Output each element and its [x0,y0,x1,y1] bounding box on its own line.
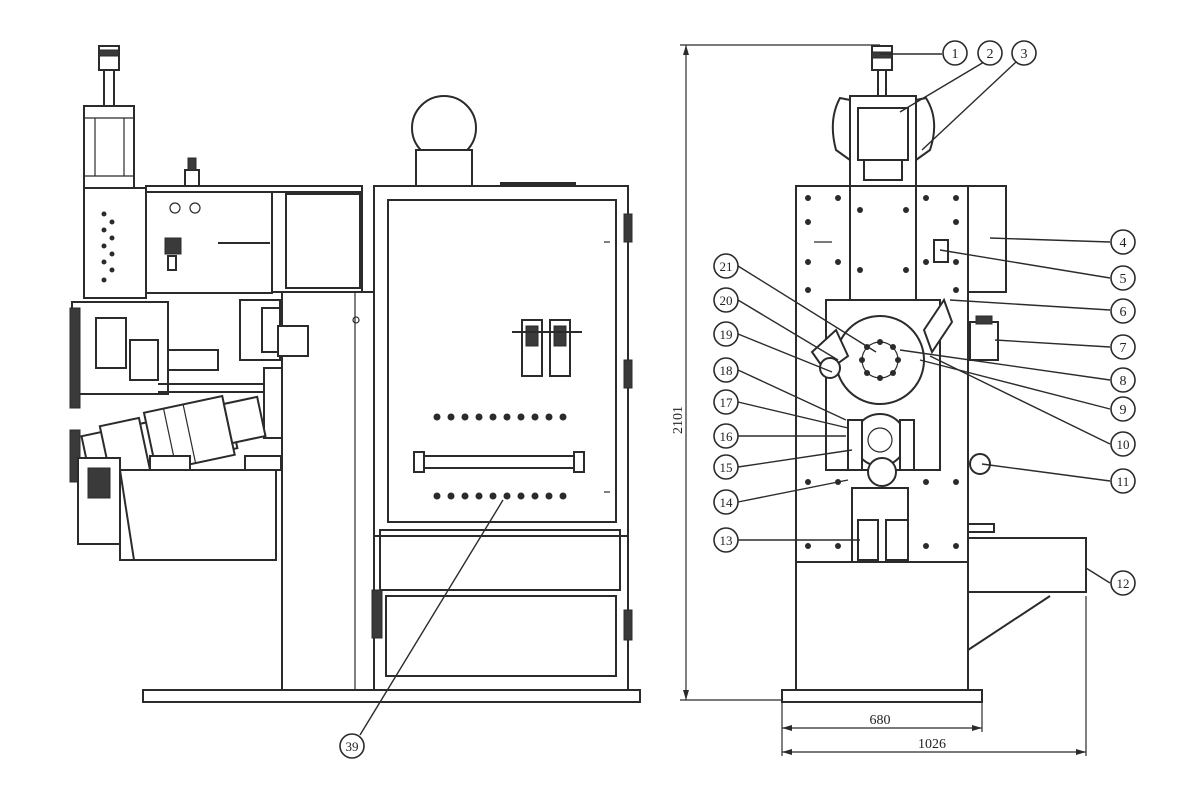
callout-12: 12 [1110,570,1136,596]
callout-16: 16 [713,423,739,449]
svg-text:6: 6 [1120,305,1127,320]
callout-21: 21 [713,253,739,279]
svg-text:20: 20 [720,293,733,308]
callout-2: 2 [977,40,1003,66]
svg-text:9: 9 [1120,403,1127,418]
callout-39: 39 [339,733,365,759]
callout-4: 4 [1110,229,1136,255]
front-view [680,44,1087,756]
svg-text:2: 2 [987,47,994,62]
callout-13: 13 [713,527,739,553]
callout-19: 19 [713,321,739,347]
dim-total-width: 1026 [918,737,946,752]
svg-text:39: 39 [346,739,359,754]
leader-lines [359,53,1111,736]
svg-text:4: 4 [1120,236,1127,251]
callout-20: 20 [713,287,739,313]
callout-10: 10 [1110,431,1136,457]
svg-text:10: 10 [1117,437,1130,452]
svg-text:11: 11 [1117,474,1130,489]
callout-18: 18 [713,357,739,383]
svg-text:1: 1 [952,47,959,62]
side-view [69,45,641,703]
callout-14: 14 [713,489,739,515]
callout-11: 11 [1110,468,1136,494]
svg-text:16: 16 [720,429,734,444]
callout-17: 17 [713,389,739,415]
callout-3: 3 [1011,40,1037,66]
callout-5: 5 [1110,265,1136,291]
base-plate [142,689,641,703]
callout-1: 1 [942,40,968,66]
dim-base-width: 680 [870,713,891,728]
svg-text:14: 14 [720,495,734,510]
svg-text:19: 19 [720,327,733,342]
svg-text:21: 21 [720,259,733,274]
svg-text:5: 5 [1120,272,1127,287]
callout-7: 7 [1110,334,1136,360]
svg-text:13: 13 [720,533,733,548]
svg-text:8: 8 [1120,374,1127,389]
callout-8: 8 [1110,367,1136,393]
callout-6: 6 [1110,298,1136,324]
svg-text:17: 17 [720,395,734,410]
svg-text:12: 12 [1117,576,1130,591]
dim-height: 2101 [671,406,686,434]
svg-text:3: 3 [1021,47,1028,62]
svg-text:18: 18 [720,363,733,378]
callout-9: 9 [1110,396,1136,422]
svg-text:7: 7 [1120,341,1127,356]
callout-15: 15 [713,454,739,480]
svg-text:15: 15 [720,460,733,475]
